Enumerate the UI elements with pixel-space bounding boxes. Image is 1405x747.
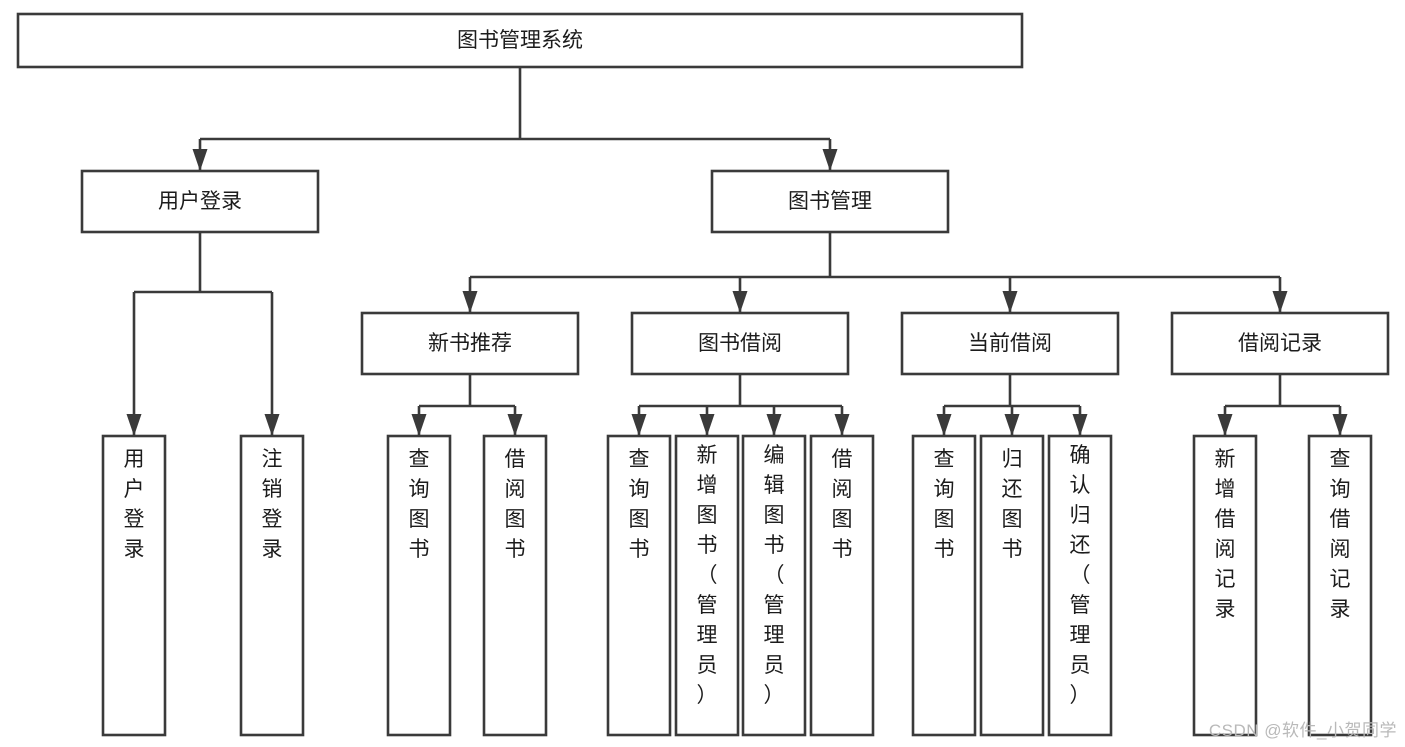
arrow-head-icon xyxy=(766,414,782,436)
node-add-book-admin[interactable]: 新增图书（管理员） xyxy=(674,434,740,737)
node-label: 借阅图书 xyxy=(505,448,526,561)
node-label: 查询借阅记录 xyxy=(1330,448,1351,621)
node-label: 借阅记录 xyxy=(1238,332,1322,355)
node-box[interactable] xyxy=(630,311,850,376)
node-user-logout[interactable]: 注销登录 xyxy=(239,434,305,737)
node-label: 查询图书 xyxy=(629,448,650,561)
arrow-head-icon xyxy=(507,414,523,436)
node-box[interactable] xyxy=(386,434,452,737)
arrow-head-icon xyxy=(1002,291,1018,313)
node-confirm-return-admin[interactable]: 确认归还（管理员） xyxy=(1047,434,1113,737)
node-box[interactable] xyxy=(1192,434,1258,737)
node-box[interactable] xyxy=(1170,311,1390,376)
node-label: 新书推荐 xyxy=(428,332,512,355)
arrow-head-icon xyxy=(462,291,478,313)
node-label: 归还图书 xyxy=(1002,448,1023,561)
node-label: 用户登录 xyxy=(158,190,242,213)
node-box[interactable] xyxy=(674,434,740,737)
node-box[interactable] xyxy=(239,434,305,737)
connectors-layer xyxy=(126,67,1348,436)
node-label: 图书借阅 xyxy=(698,332,782,355)
node-query-book-1[interactable]: 查询图书 xyxy=(386,434,452,737)
node-return-book[interactable]: 归还图书 xyxy=(979,434,1045,737)
arrow-head-icon xyxy=(126,414,142,436)
node-box[interactable] xyxy=(911,434,977,737)
node-book-manage[interactable]: 图书管理 xyxy=(710,169,950,234)
node-user-login-do[interactable]: 用户登录 xyxy=(101,434,167,737)
nodes-layer: 图书管理系统用户登录用户登录注销登录图书管理新书推荐查询图书借阅图书图书借阅查询… xyxy=(16,12,1390,737)
arrow-head-icon xyxy=(1217,414,1233,436)
arrow-head-icon xyxy=(631,414,647,436)
node-label: 图书管理系统 xyxy=(457,29,583,52)
arrow-head-icon xyxy=(822,149,838,171)
node-label: 查询图书 xyxy=(409,448,430,561)
node-box[interactable] xyxy=(1307,434,1373,737)
node-label: 图书管理 xyxy=(788,190,872,213)
node-label: 新增借阅记录 xyxy=(1215,448,1236,621)
node-borrow-record[interactable]: 借阅记录 xyxy=(1170,311,1390,376)
node-box[interactable] xyxy=(741,434,807,737)
node-add-borrow-record[interactable]: 新增借阅记录 xyxy=(1192,434,1258,737)
node-label: 注销登录 xyxy=(262,448,283,561)
node-edit-book-admin[interactable]: 编辑图书（管理员） xyxy=(741,434,807,737)
arrow-head-icon xyxy=(411,414,427,436)
node-query-borrow-record[interactable]: 查询借阅记录 xyxy=(1307,434,1373,737)
arrow-head-icon xyxy=(192,149,208,171)
node-new-book-recommend[interactable]: 新书推荐 xyxy=(360,311,580,376)
node-label: 查询图书 xyxy=(934,448,955,561)
arrow-head-icon xyxy=(1272,291,1288,313)
node-label: 当前借阅 xyxy=(968,332,1052,355)
arrow-head-icon xyxy=(834,414,850,436)
arrow-head-icon xyxy=(936,414,952,436)
node-box[interactable] xyxy=(360,311,580,376)
node-book-borrow[interactable]: 图书借阅 xyxy=(630,311,850,376)
node-label: 用户登录 xyxy=(124,448,145,561)
node-box[interactable] xyxy=(1047,434,1113,737)
arrow-head-icon xyxy=(699,414,715,436)
node-box[interactable] xyxy=(80,169,320,234)
node-query-book-3[interactable]: 查询图书 xyxy=(911,434,977,737)
node-user-login[interactable]: 用户登录 xyxy=(80,169,320,234)
node-box[interactable] xyxy=(900,311,1120,376)
arrow-head-icon xyxy=(732,291,748,313)
node-box[interactable] xyxy=(101,434,167,737)
node-box[interactable] xyxy=(606,434,672,737)
arrow-head-icon xyxy=(1332,414,1348,436)
node-label: 确认归还（管理员） xyxy=(1070,444,1091,707)
node-box[interactable] xyxy=(809,434,875,737)
node-borrow-book-2[interactable]: 借阅图书 xyxy=(809,434,875,737)
arrow-head-icon xyxy=(1072,414,1088,436)
node-box[interactable] xyxy=(710,169,950,234)
node-box[interactable] xyxy=(16,12,1024,69)
arrow-head-icon xyxy=(264,414,280,436)
node-root[interactable]: 图书管理系统 xyxy=(16,12,1024,69)
node-box[interactable] xyxy=(979,434,1045,737)
node-label: 新增图书（管理员） xyxy=(697,444,718,707)
node-borrow-book-1[interactable]: 借阅图书 xyxy=(482,434,548,737)
node-label: 借阅图书 xyxy=(832,448,853,561)
arrow-head-icon xyxy=(1004,414,1020,436)
node-query-book-2[interactable]: 查询图书 xyxy=(606,434,672,737)
node-label: 编辑图书（管理员） xyxy=(764,444,785,707)
node-box[interactable] xyxy=(482,434,548,737)
node-current-borrow[interactable]: 当前借阅 xyxy=(900,311,1120,376)
